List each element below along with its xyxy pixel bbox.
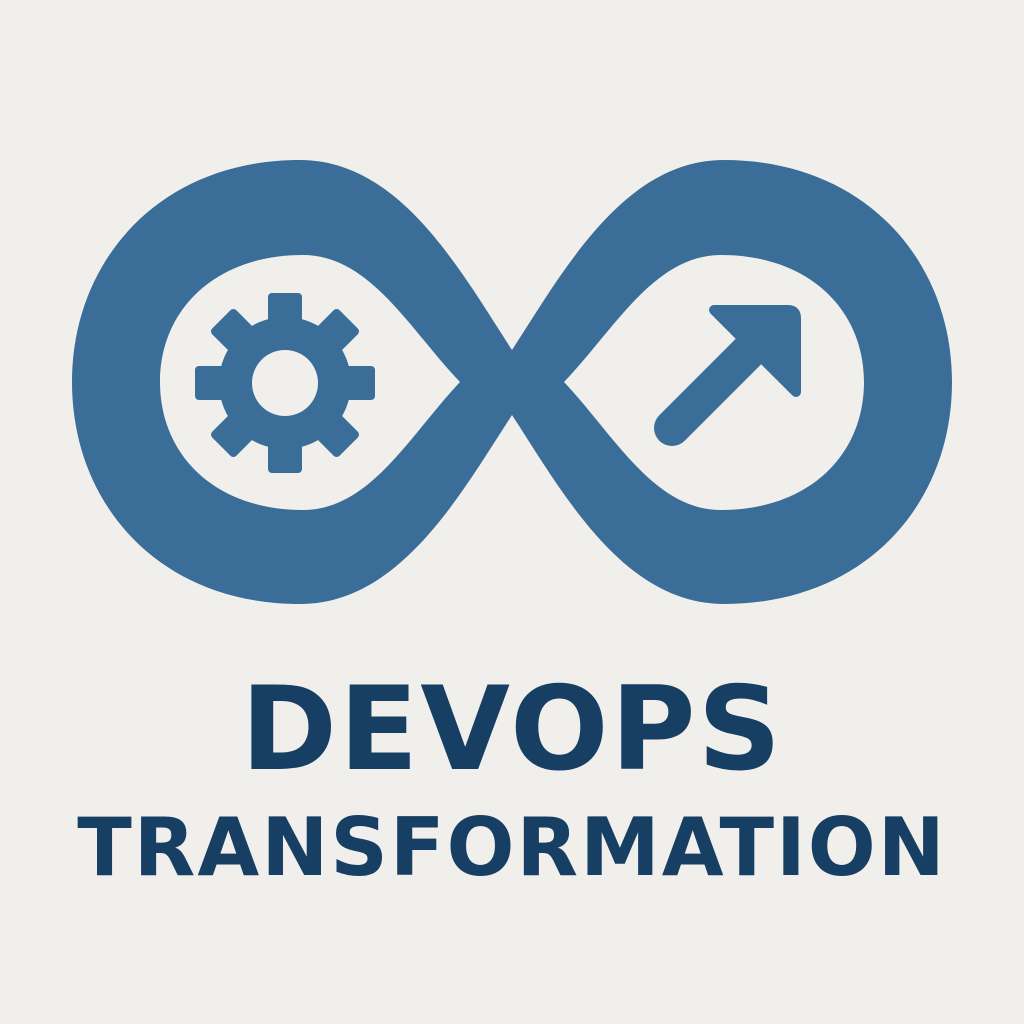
title-devops: DEVOPS bbox=[240, 662, 784, 797]
title-transformation: TRANSFORMATION bbox=[77, 801, 947, 894]
gear-icon bbox=[195, 293, 375, 473]
arrow-up-right-icon bbox=[654, 305, 801, 446]
infinity-loop-icon bbox=[72, 160, 952, 604]
